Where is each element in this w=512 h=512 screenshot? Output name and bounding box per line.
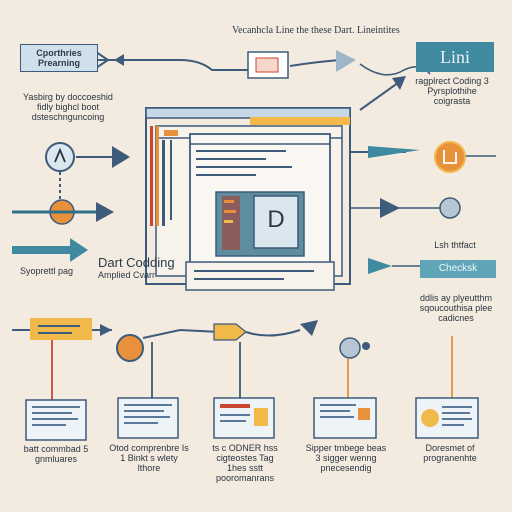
left-mid-caption: Syoprettl pag bbox=[20, 266, 74, 276]
top-left-box-line2: Prearning bbox=[37, 58, 80, 68]
top-right-logo-text: Lini bbox=[440, 47, 470, 67]
left-node-a bbox=[45, 142, 75, 172]
right-mid-box-label: Checksk bbox=[438, 263, 478, 274]
bottom-left-bar bbox=[30, 318, 92, 340]
top-arrow-right bbox=[336, 50, 356, 72]
right-arrow-top bbox=[359, 79, 403, 111]
bottom-card-1 bbox=[25, 399, 87, 441]
left-arrow-1 bbox=[112, 146, 130, 168]
right-node-gray bbox=[439, 197, 461, 219]
top-connector-line bbox=[118, 59, 248, 71]
bottom-card-3 bbox=[213, 397, 275, 439]
bottom-window bbox=[185, 261, 335, 291]
bottom-connector-orange bbox=[213, 323, 247, 341]
bottom-card-1-caption: batt commbad 5 gnmluares bbox=[23, 444, 89, 464]
right-node-orange bbox=[434, 141, 466, 173]
right-mid-box: Checksk bbox=[420, 260, 496, 278]
d-label: D bbox=[267, 206, 285, 233]
dart-title: Dart Codding bbox=[98, 255, 175, 270]
bottom-card-2-caption: Otod comprenbre Is 1 Binkt s wlety lthor… bbox=[109, 443, 189, 473]
right-mid-caption-bottom: ddlis ay plyeutthm sqoucouthisa plee cad… bbox=[419, 293, 493, 323]
bottom-node-1 bbox=[116, 334, 144, 362]
left-arrow-2 bbox=[96, 202, 114, 222]
top-wave-line bbox=[289, 59, 341, 67]
header-title: Vecanhcla Line the these Dart. Lineintit… bbox=[232, 25, 400, 36]
right-arrow-2 bbox=[380, 198, 400, 218]
bottom-card-3-caption: ts c ODNER hss cigteostes Tag 1hes sstt … bbox=[212, 443, 278, 483]
bottom-card-4-caption: Sipper tmbege beas 3 sigger wenng pneces… bbox=[305, 443, 387, 473]
right-arrow-3 bbox=[368, 258, 392, 274]
top-arrow-head bbox=[114, 54, 124, 66]
top-left-caption: Yasbirg by doccoeshid fidly bighcl boot … bbox=[23, 92, 113, 122]
bottom-card-5 bbox=[415, 397, 479, 439]
dart-subtitle: Amplied Cvarr bbox=[98, 270, 156, 280]
left-arrow-3 bbox=[12, 238, 88, 262]
top-left-box: Cporthries Prearning bbox=[20, 44, 98, 72]
top-right-caption: ragplrect Coding 3 Pyrsplothihe coigrast… bbox=[415, 76, 489, 106]
top-right-logo: Lini bbox=[416, 42, 494, 72]
bottom-card-5-caption: Doresmet of progranenhte bbox=[423, 443, 477, 463]
right-mid-caption-top: Lsh thtfact bbox=[434, 240, 476, 250]
top-left-box-line1: Cporthries bbox=[36, 48, 82, 58]
top-left-fork bbox=[95, 51, 118, 69]
bottom-card-4 bbox=[313, 397, 377, 439]
bottom-card-2 bbox=[117, 397, 179, 439]
bottom-node-2 bbox=[339, 337, 361, 359]
